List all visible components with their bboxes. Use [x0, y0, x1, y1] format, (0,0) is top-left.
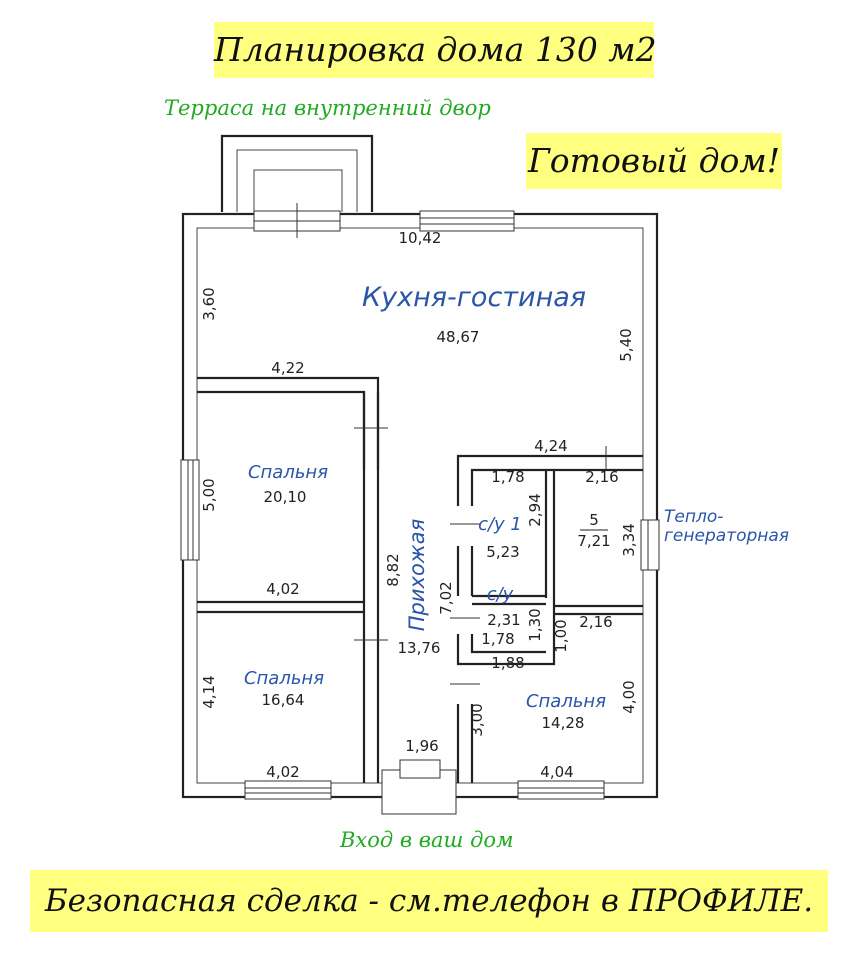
- bottom-windows: [244, 780, 605, 800]
- dim-bed3-bottom: 4,04: [540, 763, 573, 781]
- boiler-window: [640, 519, 660, 571]
- dim-bath-top: 4,24: [534, 437, 567, 455]
- dim-entrance-w: 1,96: [405, 737, 438, 755]
- bath1-area: 5,23: [486, 543, 519, 561]
- boiler-number: 5: [589, 511, 599, 529]
- dim-bed3-top: 2,16: [579, 613, 612, 631]
- terrace: [220, 134, 374, 212]
- kitchen-name: Кухня-гостиная: [362, 282, 586, 313]
- boiler-label-line2: генераторная: [664, 526, 789, 546]
- bath1-name: с/у 1: [478, 514, 522, 535]
- kitchen-bottom-wall: [197, 376, 380, 470]
- boiler-area: 7,21: [577, 532, 610, 550]
- bath2-name: с/у: [487, 584, 514, 605]
- dim-bath2-bottom: 1,88: [491, 654, 524, 672]
- top-openings: [253, 203, 515, 238]
- dim-bed3-left: 3,00: [468, 703, 486, 736]
- dim-bath1-h: 2,94: [526, 493, 544, 526]
- bedroom3-walls: [450, 683, 480, 783]
- left-window: [180, 459, 200, 561]
- dim-kitchen-bottom: 4,22: [271, 359, 304, 377]
- plan-title: Планировка дома 130 м2: [214, 22, 657, 78]
- dim-bath2-h: 1,30: [526, 608, 544, 641]
- hallway-name: Прихожая: [405, 519, 429, 631]
- bedroom2-area: 16,64: [262, 691, 305, 709]
- dim-bed2-bottom: 4,02: [266, 763, 299, 781]
- dim-bed1-h: 5,00: [200, 478, 218, 511]
- terrace-label: Терраса на внутренний двор: [164, 96, 491, 120]
- bedroom-divider: [197, 600, 364, 614]
- dim-boiler-w: 2,16: [585, 468, 618, 486]
- dim-bath2-w: 1,78: [481, 630, 514, 648]
- ready-house-banner: Готовый дом!: [526, 133, 782, 189]
- dim-kitchen-h: 3,60: [200, 287, 218, 320]
- dim-bed2-h: 4,14: [200, 675, 218, 708]
- dim-kitchen-right: 5,40: [617, 328, 635, 361]
- footer-notice: Безопасная сделка - см.телефон в ПРОФИЛЕ…: [30, 870, 828, 932]
- dim-bed3-left-small: 1,00: [552, 619, 570, 652]
- dim-bed1-bottom: 4,02: [266, 580, 299, 598]
- dim-boiler-h: 3,34: [620, 523, 638, 556]
- bath2-area: 2,31: [487, 611, 520, 629]
- bedroom-right-wall: [354, 392, 388, 783]
- bedroom3-name: Спальня: [526, 691, 606, 712]
- entrance-label: Вход в ваш дом: [340, 828, 514, 852]
- kitchen-area: 48,67: [437, 328, 480, 346]
- bedroom2-name: Спальня: [244, 668, 324, 689]
- bedroom1-area: 20,10: [264, 488, 307, 506]
- dim-hall-h: 8,82: [384, 553, 402, 586]
- dim-bed3-right: 4,00: [620, 680, 638, 713]
- bathroom-block: [450, 446, 643, 666]
- hallway-area: 13,76: [398, 639, 441, 657]
- entrance-porch: [381, 759, 457, 815]
- boiler-label-line1: Тепло-: [664, 507, 723, 527]
- bedroom1-name: Спальня: [248, 462, 328, 483]
- bedroom3-area: 14,28: [542, 714, 585, 732]
- dim-hall-w: 7,02: [437, 581, 455, 614]
- dim-top: 10,42: [399, 229, 442, 247]
- dim-bath1-w: 1,78: [491, 468, 524, 486]
